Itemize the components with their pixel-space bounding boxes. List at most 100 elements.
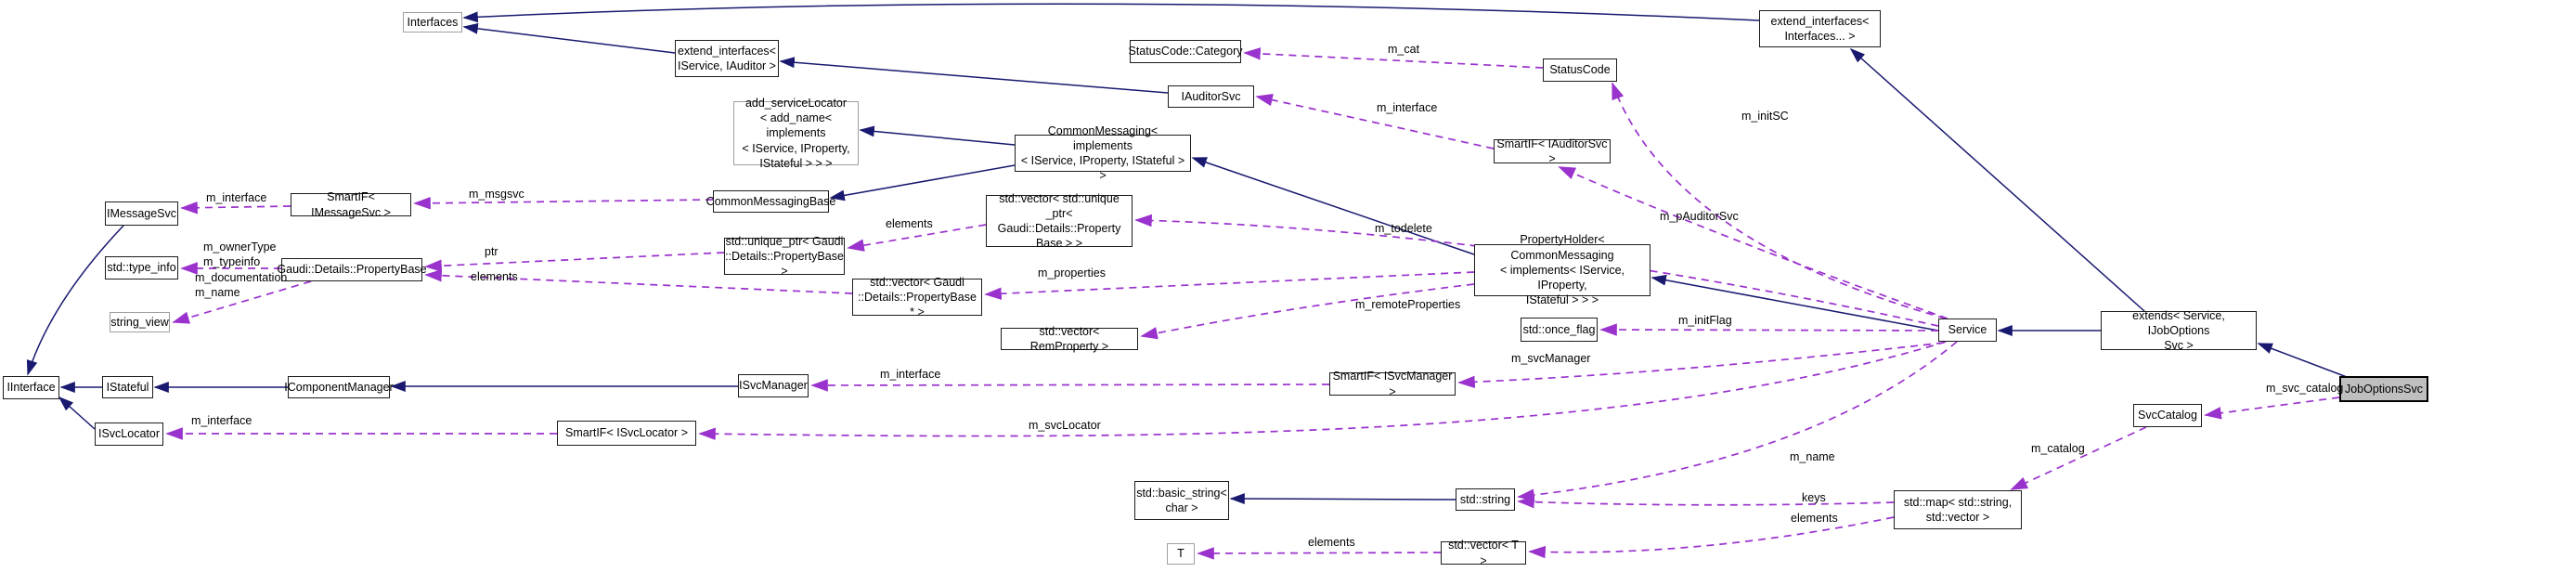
edge-service-to-statuscode [1612,82,1947,319]
edge-uniqueptr_propertybase-to-propertybase [424,252,725,272]
node-smartif_isvcmanager[interactable]: SmartIF< ISvcManager > [1329,370,1456,398]
node-label-extend_if_svc_auditor: extend_interfaces< IService, IAuditor > [678,44,776,72]
edge-service-to-stdstring [1517,341,1958,501]
node-label-imessagesvc: IMessageSvc [106,206,177,220]
node-extend_if_interfaces[interactable]: extend_interfaces< Interfaces... > [1759,10,1881,47]
edge-smartif_imessagesvc-to-imessagesvc [180,201,291,214]
node-istateful[interactable]: IStateful [102,376,153,398]
node-smartif_iauditorsvc[interactable]: SmartIF< IAuditorSvc > [1494,137,1611,165]
node-label-typeinfo: std::type_info [107,261,176,275]
node-label-commonmessagingbase: CommonMessagingBase [705,194,836,208]
edge-jobopts-to-svccatalog [2204,396,2340,420]
node-label-map_string_vector: std::map< std::string, std::vector > [1903,495,2013,524]
node-icomponentmanager[interactable]: IComponentManager [284,376,394,398]
edge-extends_service-to-extend_if_interfaces [1849,47,2145,312]
node-label-iinterface: IInterface [6,381,56,395]
edge-svccatalog-to-map_string_vector [2010,426,2147,490]
node-label-add_servicelocator: add_serviceLocator < add_name< implement… [742,96,850,170]
node-label-string_view: string_view [110,315,169,329]
node-label-basic_string: std::basic_string< char > [1136,486,1227,514]
edge-vector_propertybase_ptr-to-propertybase [424,269,853,294]
node-once_flag[interactable]: std::once_flag [1521,318,1598,342]
node-svccatalog[interactable]: SvcCatalog [2133,404,2202,427]
edge-service-to-once_flag [1599,323,1939,336]
edge-service-to-smartif_isvclocator [698,341,1947,440]
node-label-vector_uniqueptr: std::vector< std::unique _ptr< Gaudi::De… [997,191,1121,251]
node-label-isvcmanager: ISvcManager [739,379,808,393]
edge-map_string_vector-to-vector_t [1528,516,1895,559]
node-service[interactable]: Service [1938,318,1997,342]
node-vector_propertybase_ptr[interactable]: std::vector< Gaudi ::Details::PropertyBa… [852,276,982,318]
node-statuscode_category[interactable]: StatusCode::Category [1128,40,1243,63]
node-label-stdstring: std::string [1459,492,1511,506]
edge-propertyholder-to-commonmessaging [1191,157,1475,255]
node-label-vector_t: std::vector< T > [1448,539,1519,567]
node-label-svccatalog: SvcCatalog [2138,409,2197,422]
node-label-statuscode_category: StatusCode::Category [1128,45,1243,58]
node-vector_t[interactable]: std::vector< T > [1441,539,1526,567]
node-typeinfo[interactable]: std::type_info [105,256,178,280]
node-interfaces: Interfaces [403,12,462,32]
node-extend_if_svc_auditor[interactable]: extend_interfaces< IService, IAuditor > [675,40,779,77]
node-commonmessaging[interactable]: CommonMessaging< implements < IService, … [1015,124,1191,182]
node-label-isvclocator: ISvcLocator [97,427,160,441]
edge-propertyholder-to-vector_remproperty [1140,283,1475,340]
edge-extend_if_interfaces-to-interfaces [462,3,1760,23]
node-stdstring[interactable]: std::string [1456,488,1515,511]
edge-service-to-smartif_iauditorsvc [1558,166,1948,319]
node-label-jobopts: JobOptionsSvc [2344,382,2424,396]
node-label-once_flag: std::once_flag [1522,322,1596,336]
edge-isvclocator-to-iinterface [58,396,96,430]
node-label-commonmessaging: CommonMessaging< implements < IService, … [1020,124,1185,183]
edge-propertybase-to-string_view [172,280,312,324]
edge-imessagesvc-to-iinterface [26,225,124,376]
node-label-propertybase: Gaudi::Details::PropertyBase [277,263,427,277]
node-label-statuscode: StatusCode [1549,63,1611,77]
node-label-interfaces: Interfaces [407,15,459,29]
edge-smartif_iauditorsvc-to-iauditorsvc [1255,94,1495,150]
edge-propertyholder-to-vector_propertybase_ptr [984,271,1475,300]
node-label-iauditorsvc: IAuditorSvc [1181,89,1241,103]
node-label-istateful: IStateful [106,380,149,394]
node-isvclocator[interactable]: ISvcLocator [95,422,163,446]
node-extends_service[interactable]: extends< Service, IJobOptions Svc > [2101,309,2257,352]
node-commonmessagingbase[interactable]: CommonMessagingBase [706,190,835,213]
node-propertyholder[interactable]: PropertyHolder< CommonMessaging < implem… [1474,233,1650,306]
node-map_string_vector[interactable]: std::map< std::string, std::vector > [1894,490,2022,529]
node-label-smartif_isvclocator: SmartIF< ISvcLocator > [565,426,688,440]
node-label-t_box: T [1177,547,1184,561]
node-t_box: T [1167,543,1195,565]
node-label-propertyholder: PropertyHolder< CommonMessaging < implem… [1499,233,1625,307]
edge-service-to-vector_uniqueptr [1134,214,1939,327]
node-vector_uniqueptr[interactable]: std::vector< std::unique _ptr< Gaudi::De… [986,192,1133,250]
edge-map_string_vector-to-stdstring [1517,495,1895,509]
node-label-smartif_isvcmanager: SmartIF< ISvcManager > [1332,370,1453,398]
node-string_view: string_view [110,312,170,332]
edge-iauditorsvc-to-extend_if_svc_auditor [779,57,1169,94]
node-uniqueptr_propertybase[interactable]: std::unique_ptr< Gaudi ::Details::Proper… [724,235,845,278]
edge-vector_uniqueptr-to-uniqueptr_propertybase [847,224,987,252]
node-label-service: Service [1948,323,1987,337]
node-imessagesvc[interactable]: IMessageSvc [105,202,178,226]
node-jobopts: JobOptionsSvc [2339,376,2428,402]
node-label-icomponentmanager: IComponentManager [284,380,394,394]
node-vector_remproperty[interactable]: std::vector< RemProperty > [1001,325,1138,353]
node-iinterface[interactable]: IInterface [3,376,59,399]
edge-commonmessaging-to-add_servicelocator [859,125,1016,146]
edge-vector_t-to-t_box [1197,547,1442,560]
node-basic_string[interactable]: std::basic_string< char > [1134,481,1229,520]
node-statuscode[interactable]: StatusCode [1543,58,1617,82]
node-propertybase[interactable]: Gaudi::Details::PropertyBase [277,258,427,281]
node-label-smartif_iauditorsvc: SmartIF< IAuditorSvc > [1496,136,1608,165]
node-iauditorsvc[interactable]: IAuditorSvc [1168,85,1254,108]
node-add_servicelocator: add_serviceLocator < add_name< implement… [733,97,859,170]
edge-stdstring-to-basic_string [1229,493,1456,505]
node-smartif_isvclocator[interactable]: SmartIF< ISvcLocator > [557,421,696,446]
node-smartif_imessagesvc[interactable]: SmartIF< IMessageSvc > [291,190,411,219]
node-isvcmanager[interactable]: ISvcManager [738,374,809,397]
edge-service-to-smartif_isvcmanager [1457,342,1945,389]
node-label-uniqueptr_propertybase: std::unique_ptr< Gaudi ::Details::Proper… [725,234,844,279]
edge-commonmessaging-to-commonmessagingbase [829,164,1016,202]
